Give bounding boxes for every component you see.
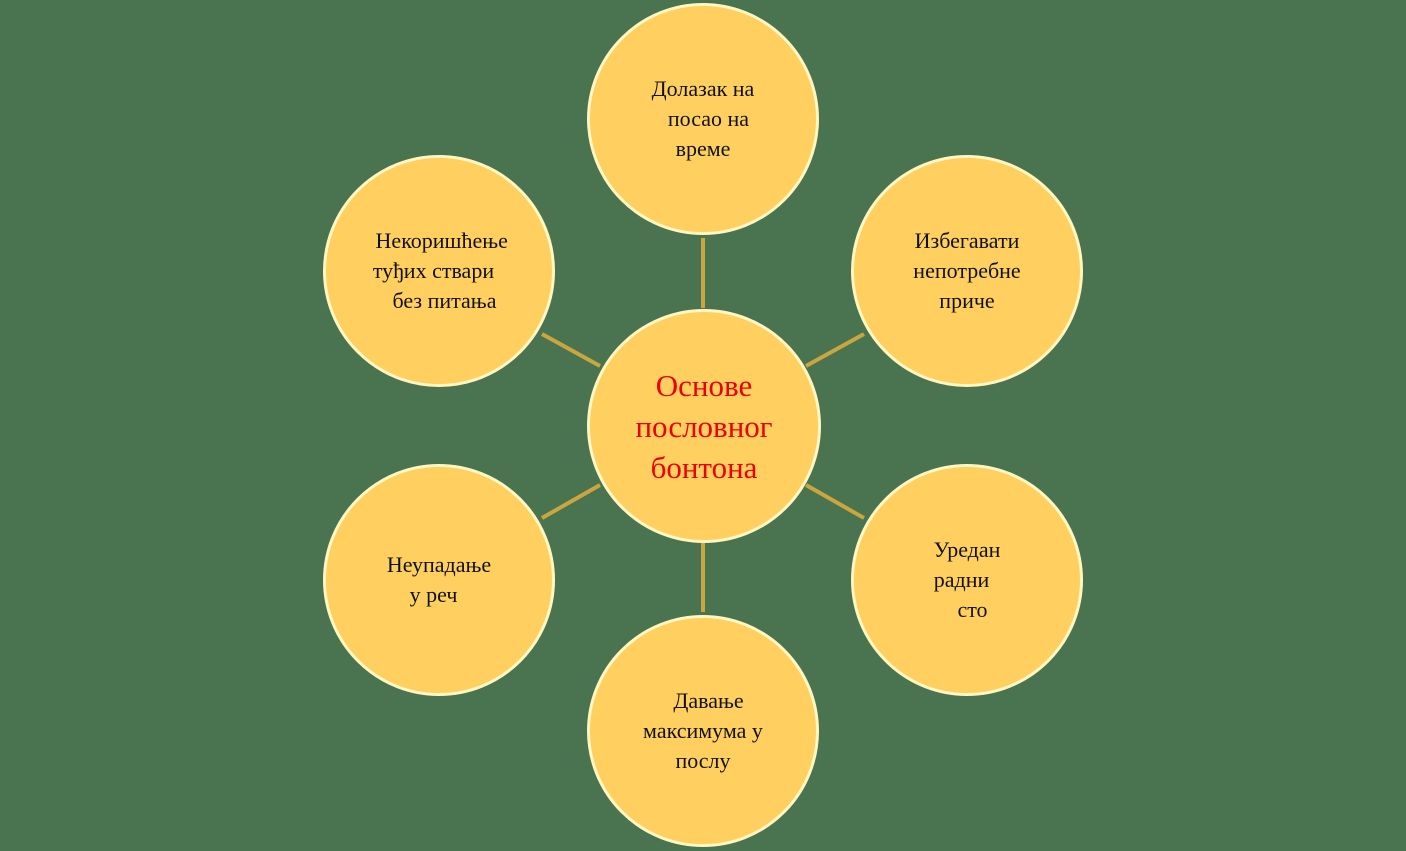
connector-top-right <box>805 332 865 368</box>
node-avoid-unnecessary-talk: Избегавати непотребне приче <box>851 155 1083 387</box>
node-label: Неупадање у реч <box>386 552 492 607</box>
node-no-interrupting: Неупадање у реч <box>323 464 555 696</box>
node-give-maximum: Давање максимума у послу <box>587 615 819 847</box>
connector-top-left <box>541 332 601 368</box>
center-node-label: Основе пословног бонтона <box>635 367 773 485</box>
node-label: Избегавати непотребне приче <box>913 228 1021 313</box>
node-label: Давање максимума у послу <box>643 688 763 773</box>
center-node: Основе пословног бонтона <box>587 309 821 543</box>
connector-bottom-right <box>805 483 865 520</box>
node-tidy-desk: Уредан радни сто <box>851 464 1083 696</box>
node-no-using-others-things: Некоришћење туђих ствари без питања <box>323 155 555 387</box>
node-label: Некоришћење туђих ствари без питања <box>372 228 508 313</box>
node-label: Уредан радни сто <box>933 537 1001 622</box>
connector-bottom-left <box>541 483 601 520</box>
node-arrive-on-time: Долазак на посао на време <box>587 3 819 235</box>
node-label: Долазак на посао на време <box>651 76 755 161</box>
